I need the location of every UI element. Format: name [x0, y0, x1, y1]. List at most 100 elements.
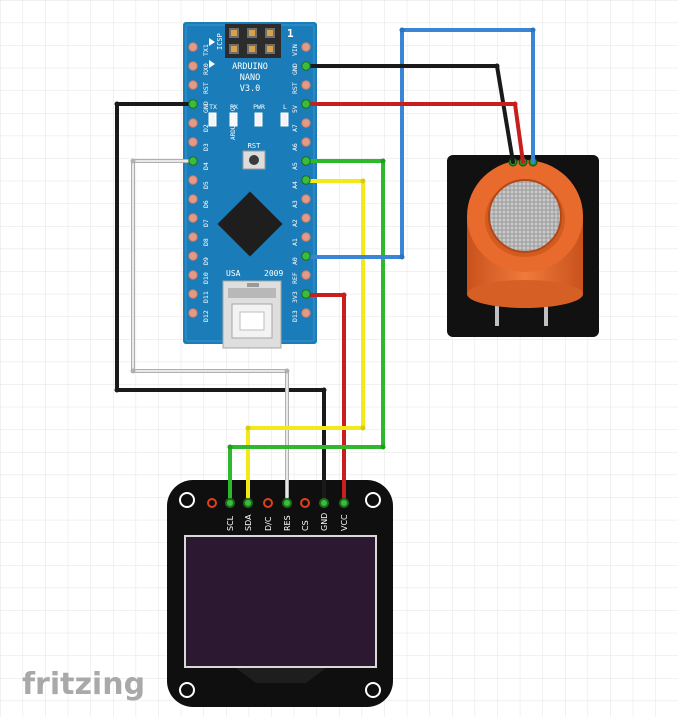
nano-pin-label-right-ref: REF: [291, 272, 299, 284]
nano-pin-label-left-gnd: GND: [202, 101, 210, 113]
nano-pin-label-right-a2: A2: [291, 219, 299, 227]
nano-pin-right-d13[interactable]: [301, 308, 311, 318]
nano-pin-label-left-d8: D8: [202, 238, 210, 246]
nano-pin-label-left-d4: D4: [202, 162, 210, 170]
led-label-rx: RX: [230, 103, 238, 111]
nano-pin-label-left-d7: D7: [202, 219, 210, 227]
nano-pin-left-d8[interactable]: [188, 232, 198, 242]
oled-pin-label-res: RES: [283, 515, 292, 531]
oled-pin-cs[interactable]: [300, 498, 310, 508]
nano-pin-right-a5[interactable]: [301, 156, 311, 166]
nano-pin-label-right-rst: RST: [291, 82, 299, 94]
nano-pin-label-right-a0: A0: [291, 257, 299, 265]
nano-pin-right-a4[interactable]: [301, 175, 311, 185]
led-label-pwr: PWR: [253, 103, 265, 111]
led-label-tx: TX: [209, 103, 217, 111]
nano-pin-right-5v[interactable]: [301, 99, 311, 109]
nano-pin-left-gnd[interactable]: [188, 99, 198, 109]
nano-pin-left-d6[interactable]: [188, 194, 198, 204]
oled-pin-vcc[interactable]: [339, 498, 349, 508]
oled-pin-label-scl: SCL: [226, 515, 235, 531]
nano-pin-right-a7[interactable]: [301, 118, 311, 128]
nano-pin-label-right-a5: A5: [291, 162, 299, 170]
oled-ribbon: [236, 668, 326, 683]
nano-pin-left-rx0[interactable]: [188, 61, 198, 71]
oled-pin-label-cs: CS: [301, 520, 310, 531]
nano-pin-label-right-a6: A6: [291, 143, 299, 151]
nano-pin-left-rst[interactable]: [188, 80, 198, 90]
nano-pin-label-right-a3: A3: [291, 200, 299, 208]
nano-pin-left-d3[interactable]: [188, 137, 198, 147]
nano-pin-label-left-d11: D11: [202, 291, 210, 303]
nano-pin-label-right-3v3: 3V3: [291, 291, 299, 303]
nano-pin-label-left-tx1: TX1: [202, 44, 210, 56]
oled-pin-label-vcc: VCC: [340, 514, 349, 531]
oled-pin-label-sda: SDA: [244, 514, 253, 531]
nano-pin-label-left-d3: D3: [202, 143, 210, 151]
nano-pin-label-left-rx0: RX0: [202, 63, 210, 75]
nano-pin-left-d5[interactable]: [188, 175, 198, 185]
icsp-header: [225, 24, 281, 58]
rx-arrow-icon: [209, 60, 215, 68]
year-label: 2009: [264, 269, 283, 278]
oled-pin-scl[interactable]: [225, 498, 235, 508]
nano-pin-label-right-gnd: GND: [291, 63, 299, 75]
nano-pin-label-left-d10: D10: [202, 272, 210, 284]
nano-pin-right-a0[interactable]: [301, 251, 311, 261]
nano-pin-right-gnd[interactable]: [301, 61, 311, 71]
reset-button-cap: [249, 155, 259, 165]
nano-pin-label-left-d12: D12: [202, 310, 210, 322]
nano-pin-right-3v3[interactable]: [301, 289, 311, 299]
nano-pin-right-a6[interactable]: [301, 137, 311, 147]
nano-pin-right-rst[interactable]: [301, 80, 311, 90]
oled-pin-label-gnd: GND: [320, 513, 329, 531]
nano-pin-label-left-rst: RST: [202, 82, 210, 94]
gas-sensor-module: [447, 155, 599, 337]
nano-pin-label-right-vin: VIN: [291, 44, 299, 56]
mount-hole-top-left: [179, 492, 195, 508]
nano-pin-right-vin[interactable]: [301, 42, 311, 52]
led-tx: [208, 112, 217, 127]
nano-pin-right-ref[interactable]: [301, 270, 311, 280]
nano-pin-right-a3[interactable]: [301, 194, 311, 204]
board-version: V3.0: [240, 84, 260, 94]
nano-pin-left-d9[interactable]: [188, 251, 198, 261]
nano-pin-label-left-d6: D6: [202, 200, 210, 208]
mount-hole-top-right: [365, 492, 381, 508]
oled-pin-res[interactable]: [282, 498, 292, 508]
led-label-l: L: [283, 103, 287, 111]
nano-pin-left-d7[interactable]: [188, 213, 198, 223]
nano-pin-left-d11[interactable]: [188, 289, 198, 299]
nano-pin-right-a2[interactable]: [301, 213, 311, 223]
arduino-nano-board: ICSP 1 ARDUINO NANO V3.0 TX RX PWR L ARD…: [183, 22, 317, 349]
fritzing-logo: fritzing: [22, 667, 145, 702]
nano-pin-left-d2[interactable]: [188, 118, 198, 128]
oled-display-module: [167, 480, 393, 707]
oled-pin-gnd[interactable]: [319, 498, 329, 508]
mount-hole-bottom-right: [365, 682, 381, 698]
wires: [114, 27, 536, 499]
microcontroller-chip: [217, 191, 283, 257]
nano-pin-right-a1[interactable]: [301, 232, 311, 242]
nano-pin-label-right-a7: A7: [291, 124, 299, 132]
led-pwr: [254, 112, 263, 127]
nano-pin-label-left-d5: D5: [202, 181, 210, 189]
nano-pin-label-left-d2: D2: [202, 124, 210, 132]
usa-label: USA: [226, 269, 241, 278]
led-l: [280, 112, 289, 127]
oled-pin-sda[interactable]: [243, 498, 253, 508]
arduino-cc-watermark: ARDUINO.CC: [230, 103, 237, 140]
oled-unused-pin: [207, 498, 217, 508]
nano-pin-label-right-a1: A1: [291, 238, 299, 246]
oled-pin-dc[interactable]: [263, 498, 273, 508]
nano-pin-left-d4[interactable]: [188, 156, 198, 166]
nano-pin-left-tx1[interactable]: [188, 42, 198, 52]
nano-pin-left-d10[interactable]: [188, 270, 198, 280]
oled-screen: [186, 537, 375, 666]
nano-pin-left-d12[interactable]: [188, 308, 198, 318]
sensor-leg-left: [495, 300, 499, 326]
